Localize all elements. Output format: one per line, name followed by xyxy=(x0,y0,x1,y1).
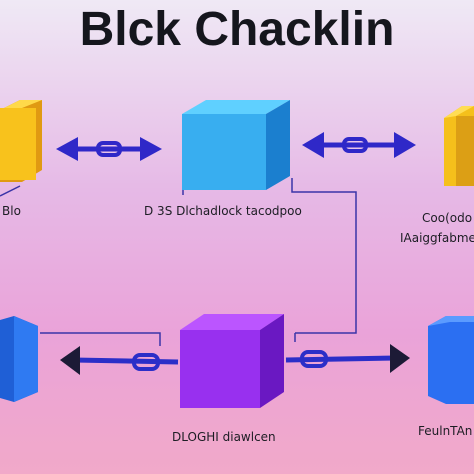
label-right-top-1: Coo(odo xyxy=(422,211,473,225)
bottom-right-block xyxy=(428,316,474,404)
top-right-block xyxy=(444,106,474,186)
label-right-bottom: FeulnTAn xyxy=(418,424,473,438)
label-center-bottom: DLOGHI diawlcen xyxy=(172,430,276,444)
top-center-block xyxy=(182,100,290,190)
bottom-right-chain-arrow xyxy=(285,344,410,373)
label-center-top: D 3S Dlchadlock tacodpoo xyxy=(144,204,302,218)
top-left-chain-arrow xyxy=(56,137,162,161)
label-left-top: Blo xyxy=(2,204,21,218)
bottom-left-chain-arrow xyxy=(60,346,179,375)
top-right-chain-arrow xyxy=(302,132,416,158)
bottom-center-block xyxy=(180,314,284,408)
label-right-top-2: IAaiggfabme xyxy=(400,231,474,245)
diagram-title: Blck Chacklin xyxy=(79,3,395,56)
bottom-left-block xyxy=(0,316,38,402)
top-left-block xyxy=(0,100,42,182)
